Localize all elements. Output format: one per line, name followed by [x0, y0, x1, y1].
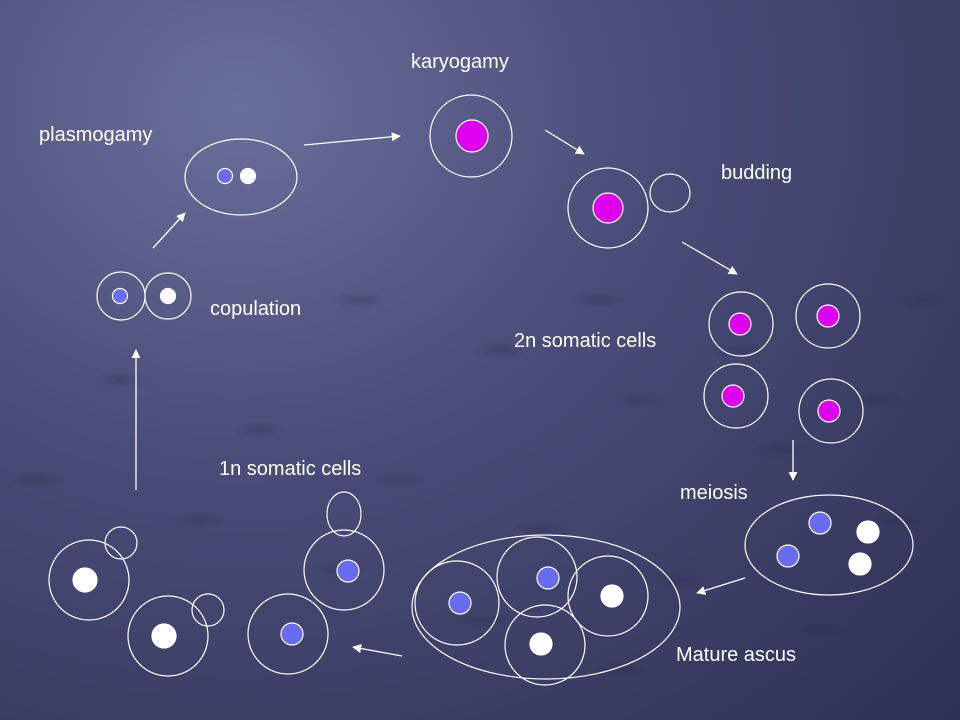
meiosis-cell	[744, 494, 914, 596]
label-budding: budding	[721, 162, 793, 184]
copulation-cells	[96, 271, 192, 321]
budding-cell	[567, 167, 691, 249]
mature-ascus	[411, 534, 681, 686]
bud	[649, 173, 691, 213]
diploid-nucleus	[455, 119, 489, 153]
cells	[48, 94, 914, 686]
arrow-meiosis-to-ascus	[696, 577, 746, 595]
diploid-nucleus	[592, 192, 624, 224]
bud	[104, 526, 138, 560]
label-copulation: copulation	[210, 298, 302, 320]
diploid-somatic-cells	[703, 283, 864, 444]
label-karyogamy: karyogamy	[411, 51, 509, 73]
plasmogamy-cell	[184, 138, 298, 216]
karyogamy-cell	[429, 94, 513, 178]
arrow-karyogamy-to-budding	[544, 129, 585, 155]
haploid-somatic-cells	[48, 491, 385, 677]
arrow-budding-to-diploid	[681, 241, 738, 275]
bud	[191, 593, 225, 627]
mating-type-a-nucleus	[111, 287, 129, 305]
arrow-ascus-to-haploid	[352, 644, 403, 657]
mating-type-a-nucleus	[216, 167, 234, 185]
arrow-copulation-to-plasmogamy	[152, 212, 186, 249]
label-plasmogamy: plasmogamy	[39, 124, 153, 146]
mating-type-b-nucleus	[239, 167, 257, 185]
cycle-arrows	[131, 129, 798, 657]
background-pattern	[12, 291, 948, 679]
mating-type-b-nucleus	[159, 287, 177, 305]
label-mature-ascus: Mature ascus	[676, 644, 797, 666]
label-2n-somatic-cells: 2n somatic cells	[514, 330, 657, 352]
label-1n-somatic-cells: 1n somatic cells	[219, 458, 362, 480]
arrow-plasmogamy-to-karyogamy	[303, 132, 401, 146]
label-meiosis: meiosis	[680, 482, 748, 504]
bud	[326, 491, 362, 537]
